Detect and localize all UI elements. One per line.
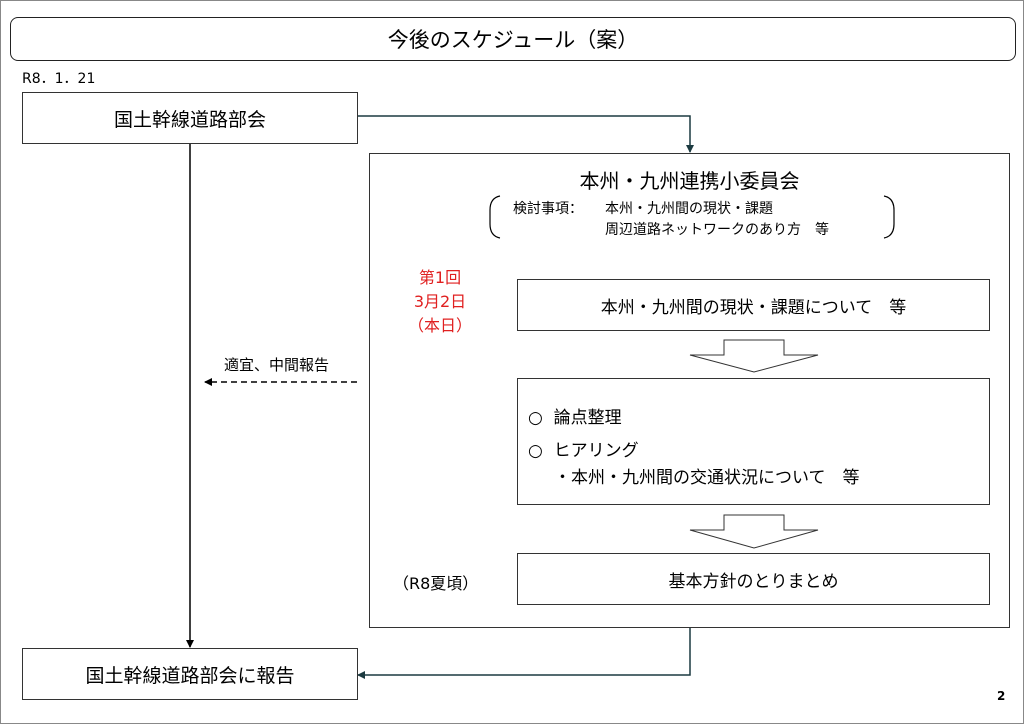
page-number: 2 — [997, 689, 1006, 703]
block-arrow-down-2 — [689, 514, 819, 549]
first-meeting-label: 第1回 3月2日 （本日） — [395, 266, 485, 338]
step3-label: 基本方針のとりまとめ — [668, 571, 839, 592]
item-label: ヒアリング — [553, 441, 639, 461]
arrow-subcommittee-to-report — [357, 628, 691, 679]
step2-sub-item: ・本州・九州間の交通状況について 等 — [554, 468, 860, 488]
interim-report-label: 適宜、中間報告 — [224, 356, 330, 374]
page-title: 今後のスケジュール（案） — [387, 28, 639, 52]
main-committee-box: 国土幹線道路部会 — [22, 92, 358, 144]
topic-item: 周辺道路ネットワークのあり方 等 — [605, 222, 829, 238]
step2-item-issues: ○ 論点整理 — [528, 403, 622, 428]
report-label: 国土幹線道路部会に報告 — [85, 664, 295, 687]
subcommittee-title: 本州・九州連携小委員会 — [579, 169, 800, 193]
subcommittee-box — [369, 153, 1010, 628]
title-banner: 今後のスケジュール（案） — [10, 17, 1016, 61]
meeting-today: （本日） — [407, 316, 472, 335]
step2-box: ○ 論点整理 ○ ヒアリング ・本州・九州間の交通状況について 等 — [517, 378, 990, 505]
report-box: 国土幹線道路部会に報告 — [22, 648, 358, 700]
step2-item-hearing: ○ ヒアリング — [528, 436, 639, 461]
step1-box: 本州・九州間の現状・課題について 等 — [517, 279, 990, 331]
meeting-number: 第1回 — [418, 268, 462, 287]
left-bracket — [489, 195, 501, 239]
date-label: R8．1．21 — [22, 71, 96, 87]
step3-box: 基本方針のとりまとめ — [517, 553, 990, 605]
arrow-to-subcommittee — [357, 115, 694, 153]
summer-label: （R8夏頃） — [393, 574, 479, 593]
topic-item: 本州・九州間の現状・課題 — [605, 201, 773, 217]
main-committee-label: 国土幹線道路部会 — [113, 108, 266, 131]
block-arrow-down-1 — [689, 339, 819, 373]
topics-label: 検討事項： — [513, 201, 583, 217]
right-bracket — [883, 195, 895, 239]
step1-label: 本州・九州間の現状・課題について 等 — [600, 297, 907, 318]
circle-bullet-icon: ○ — [528, 441, 543, 461]
circle-bullet-icon: ○ — [528, 408, 543, 428]
item-label: 論点整理 — [553, 408, 622, 428]
meeting-date: 3月2日 — [413, 292, 467, 311]
